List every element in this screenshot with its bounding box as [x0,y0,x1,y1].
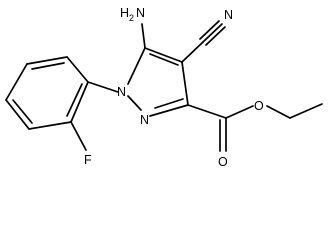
bond-ph-4-5 [5,99,30,130]
bond-ph-2-3 [26,56,68,65]
bond-ph-1-2 [66,56,89,83]
bond-n2-n1 [127,95,142,111]
bond-c3-n2 [149,104,189,117]
bond-cn-triple-a [202,23,223,43]
bond-ph-6-1 [70,81,89,123]
bond-c3-n2-inner [154,98,184,109]
bond-ch2-ch3 [289,103,323,119]
bond-n1-phenyl [87,81,119,93]
bond-ester-o-ch2 [266,105,291,119]
bond-c3-carbonyl [187,104,227,119]
atom-label-ester-o: O [254,99,264,113]
atom-label-carbonyl-o: O [218,155,228,169]
atom-label-cyano-n: N [224,8,233,22]
bond-c4-cn [181,41,204,63]
bond-c5-c4 [144,47,183,63]
atom-label-amino-h: H [120,6,129,20]
bond-cn-triple-b [199,20,220,40]
atom-label-amino-n: N [136,6,145,20]
bond-c5-amino [141,23,146,49]
bond-n1-c5 [127,47,146,85]
bond-ph-inner-a [31,62,65,70]
bond-carbonyl-ester-o [225,105,254,119]
bond-ph-fluorine [70,121,87,151]
bond-ph-inner-c [66,83,83,117]
bond-c5-c4-inner [149,53,179,66]
atom-label-ring-n2: N [140,113,149,127]
atom-label-ring-n1: N [117,85,126,99]
bond-c4-c3 [181,61,189,106]
bond-cn-triple-c [205,26,226,46]
bond-ph-3-4 [5,63,28,101]
atom-label-amino-count: 2 [129,13,134,23]
bond-ph-5-6 [28,121,72,130]
bond-ph-inner-b [12,99,33,124]
atom-label-fluorine: F [84,153,92,167]
chemical-structure: H 2 N N N N F O O [5,6,323,169]
